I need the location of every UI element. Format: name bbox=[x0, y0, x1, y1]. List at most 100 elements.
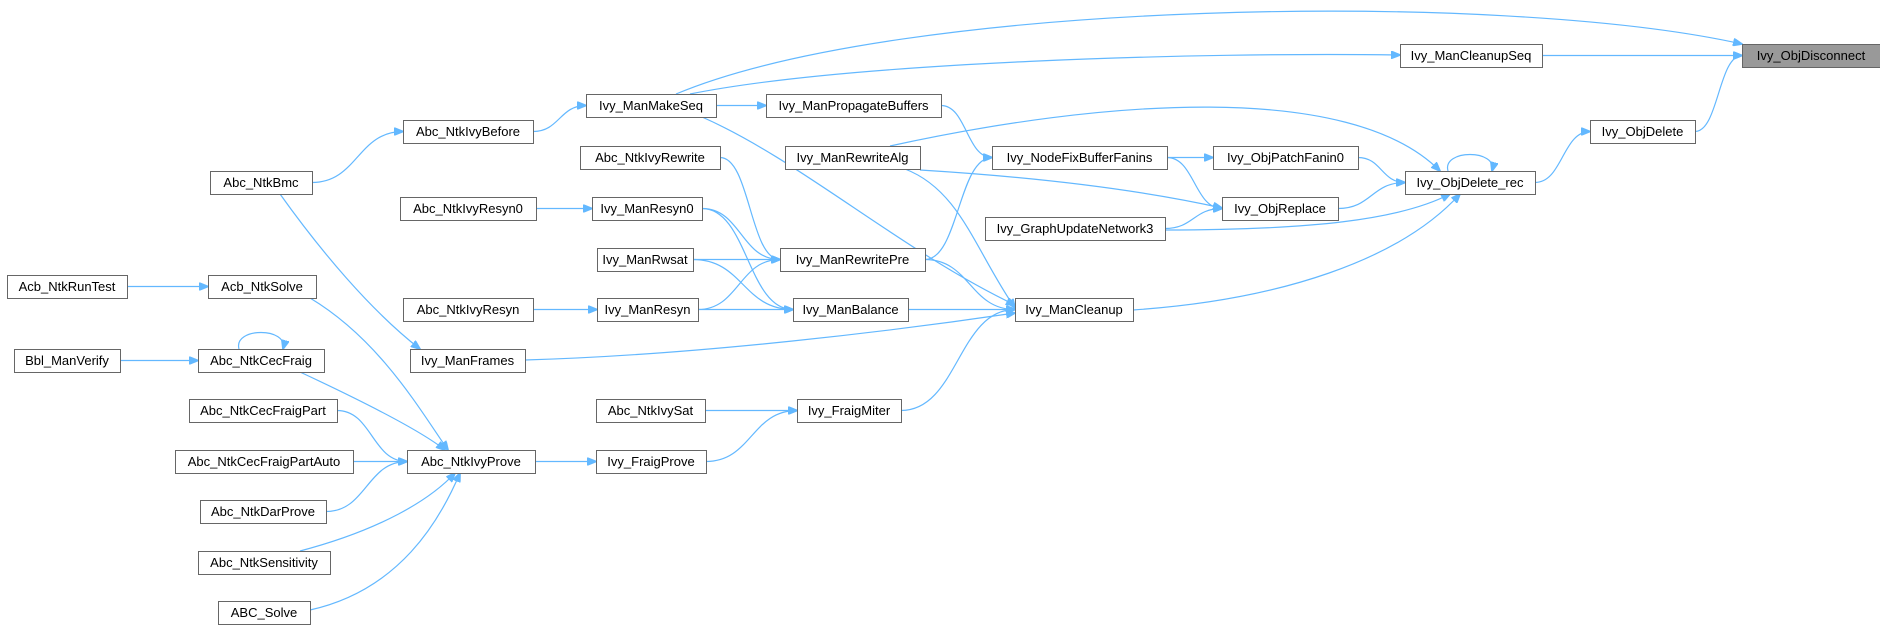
node-label: Ivy_ObjDelete bbox=[1602, 124, 1684, 139]
node-ivy-manpropagatebuffers[interactable]: Ivy_ManPropagateBuffers bbox=[766, 94, 942, 118]
node-box bbox=[797, 399, 902, 423]
node-box bbox=[218, 601, 311, 625]
node-label: Abc_NtkIvyRewrite bbox=[595, 150, 705, 165]
node-ivy-manrwsat[interactable]: Ivy_ManRwsat bbox=[597, 248, 694, 272]
node-bbl-manverify[interactable]: Bbl_ManVerify bbox=[14, 349, 121, 373]
node-label: Abc_NtkCecFraigPartAuto bbox=[188, 454, 340, 469]
node-box bbox=[403, 298, 534, 322]
node-box bbox=[597, 248, 694, 272]
node-abc-ntkdarprove[interactable]: Abc_NtkDarProve bbox=[200, 500, 327, 524]
edge-ivy-graphupdatenetwork3-to-ivy-objdelete-rec bbox=[1164, 194, 1450, 231]
node-ivy-objpatchfanin0[interactable]: Ivy_ObjPatchFanin0 bbox=[1213, 146, 1359, 170]
node-ivy-manframes[interactable]: Ivy_ManFrames bbox=[410, 349, 526, 373]
node-ivy-manresyn[interactable]: Ivy_ManResyn bbox=[597, 298, 699, 322]
edge-ivy-mancleanup-to-ivy-objdelete-rec bbox=[1132, 194, 1460, 311]
node-box bbox=[7, 275, 128, 299]
node-ivy-objdelete[interactable]: Ivy_ObjDelete bbox=[1590, 120, 1696, 144]
node-label: Acb_NtkRunTest bbox=[19, 279, 116, 294]
node-box bbox=[198, 551, 331, 575]
node-label: Ivy_NodeFixBufferFanins bbox=[1007, 150, 1153, 165]
node-abc-ntkivysat[interactable]: Abc_NtkIvySat bbox=[596, 399, 706, 423]
node-box bbox=[992, 146, 1168, 170]
node-ivy-graphupdatenetwork3[interactable]: Ivy_GraphUpdateNetwork3 bbox=[985, 217, 1166, 241]
node-ivy-manresyn0[interactable]: Ivy_ManResyn0 bbox=[592, 197, 703, 221]
node-box bbox=[1405, 171, 1536, 195]
edge-abc-ntkcecfraigpart-to-abc-ntkivyprove bbox=[336, 409, 407, 462]
node-box bbox=[586, 94, 717, 118]
edge-ivy-graphupdatenetwork3-to-ivy-objreplace bbox=[1164, 209, 1222, 230]
node-ivy-mancleanupseq[interactable]: Ivy_ManCleanupSeq bbox=[1400, 44, 1543, 68]
node-box bbox=[592, 197, 703, 221]
node-box bbox=[1222, 197, 1339, 221]
node-label: Ivy_ObjDelete_rec bbox=[1417, 175, 1524, 190]
node-label: Ivy_ManRewriteAlg bbox=[797, 150, 909, 165]
node-label: Ivy_ObjDisconnect bbox=[1757, 48, 1866, 63]
node-acb-ntkruntest[interactable]: Acb_NtkRunTest bbox=[7, 275, 128, 299]
node-box bbox=[596, 399, 706, 423]
edge-ivy-manframes-to-ivy-mancleanup bbox=[524, 313, 1015, 361]
node-label: Abc_NtkIvySat bbox=[608, 403, 694, 418]
node-abc-solve[interactable]: ABC_Solve bbox=[218, 601, 311, 625]
edge-abc-ntkcecfraig-to-abc-ntkcecfraig bbox=[238, 332, 284, 350]
node-box bbox=[985, 217, 1166, 241]
node-acb-ntksolve[interactable]: Acb_NtkSolve bbox=[208, 275, 317, 299]
edge-abc-ntkbmc-to-ivy-manframes bbox=[279, 193, 420, 349]
node-abc-ntkivyprove[interactable]: Abc_NtkIvyProve bbox=[407, 450, 536, 474]
node-label: Ivy_ManResyn0 bbox=[600, 201, 693, 216]
node-label: Ivy_ManPropagateBuffers bbox=[778, 98, 929, 113]
node-abc-ntkivyrewrite[interactable]: Abc_NtkIvyRewrite bbox=[580, 146, 721, 170]
node-ivy-nodefixbufferfanins[interactable]: Ivy_NodeFixBufferFanins bbox=[992, 146, 1168, 170]
node-ivy-manbalance[interactable]: Ivy_ManBalance bbox=[793, 298, 909, 322]
edge-ivy-manmakeseq-to-ivy-mancleanup bbox=[701, 116, 1015, 305]
node-box bbox=[580, 146, 721, 170]
node-ivy-fraigmiter[interactable]: Ivy_FraigMiter bbox=[797, 399, 902, 423]
node-label: Abc_NtkBmc bbox=[223, 175, 299, 190]
edge-abc-ntkbmc-to-abc-ntkivybefore bbox=[311, 132, 403, 184]
node-label: Abc_NtkCecFraigPart bbox=[200, 403, 326, 418]
edge-ivy-manresyn-to-ivy-manrewritepre bbox=[697, 260, 780, 311]
node-abc-ntkivybefore[interactable]: Abc_NtkIvyBefore bbox=[403, 120, 534, 144]
node-ivy-objreplace[interactable]: Ivy_ObjReplace bbox=[1222, 197, 1339, 221]
edge-abc-ntkdarprove-to-abc-ntkivyprove bbox=[325, 462, 407, 513]
node-ivy-manmakeseq[interactable]: Ivy_ManMakeSeq bbox=[586, 94, 717, 118]
node-ivy-objdelete-rec[interactable]: Ivy_ObjDelete_rec bbox=[1405, 171, 1536, 195]
node-ivy-manrewritepre[interactable]: Ivy_ManRewritePre bbox=[780, 248, 926, 272]
node-box bbox=[208, 275, 317, 299]
node-abc-ntkivyresyn0[interactable]: Abc_NtkIvyResyn0 bbox=[400, 197, 537, 221]
edge-abc-ntkivyrewrite-to-ivy-manrewritepre bbox=[719, 156, 780, 260]
edge-ivy-objdelete-to-ivy-objdisconnect bbox=[1694, 56, 1742, 133]
node-label: Ivy_ManBalance bbox=[802, 302, 898, 317]
node-label: Ivy_ManMakeSeq bbox=[599, 98, 703, 113]
node-label: Ivy_ManRwsat bbox=[602, 252, 688, 267]
node-box bbox=[200, 500, 327, 524]
node-box bbox=[1590, 120, 1696, 144]
node-ivy-fraigprove[interactable]: Ivy_FraigProve bbox=[596, 450, 707, 474]
node-abc-ntkcecfraigpart[interactable]: Abc_NtkCecFraigPart bbox=[189, 399, 338, 423]
edge-ivy-manresyn0-to-ivy-manrewritepre bbox=[701, 207, 780, 260]
node-label: Ivy_ManCleanupSeq bbox=[1411, 48, 1532, 63]
node-abc-ntkivyresyn[interactable]: Abc_NtkIvyResyn bbox=[403, 298, 534, 322]
edge-ivy-objreplace-to-ivy-objdelete-rec bbox=[1337, 183, 1405, 210]
node-box bbox=[780, 248, 926, 272]
edge-ivy-manrewritealg-to-ivy-objdelete-rec bbox=[889, 106, 1440, 171]
node-abc-ntkbmc[interactable]: Abc_NtkBmc bbox=[210, 171, 313, 195]
edge-ivy-manrewritepre-to-ivy-mancleanup bbox=[924, 258, 1015, 310]
node-abc-ntkcecfraig[interactable]: Abc_NtkCecFraig bbox=[198, 349, 325, 373]
node-box bbox=[1742, 44, 1880, 68]
node-label: Abc_NtkIvyResyn0 bbox=[413, 201, 523, 216]
edge-abc-ntksensitivity-to-abc-ntkivyprove bbox=[299, 473, 455, 552]
edge-ivy-objdelete-rec-to-ivy-objdelete-rec bbox=[1447, 154, 1493, 172]
node-box bbox=[1400, 44, 1543, 68]
edge-abc-ntkcecfraig-to-abc-ntkivyprove bbox=[299, 371, 445, 450]
edge-acb-ntksolve-to-abc-ntkivyprove bbox=[309, 297, 448, 450]
node-label: Ivy_FraigMiter bbox=[808, 403, 891, 418]
node-abc-ntkcecfraigpartauto[interactable]: Abc_NtkCecFraigPartAuto bbox=[175, 450, 354, 474]
node-ivy-manrewritealg[interactable]: Ivy_ManRewriteAlg bbox=[785, 146, 921, 170]
edge-ivy-manpropagatebuffers-to-ivy-nodefixbufferfanins bbox=[940, 104, 992, 158]
node-layer: Ivy_ObjDisconnect Ivy_ManCleanupSeqIvy_Ob… bbox=[7, 44, 1880, 625]
node-ivy-objdisconnect[interactable]: Ivy_ObjDisconnect bbox=[1742, 44, 1880, 68]
node-ivy-mancleanup[interactable]: Ivy_ManCleanup bbox=[1015, 298, 1134, 322]
node-abc-ntksensitivity[interactable]: Abc_NtkSensitivity bbox=[198, 551, 331, 575]
edge-ivy-objdelete-rec-to-ivy-objdelete bbox=[1534, 132, 1590, 184]
